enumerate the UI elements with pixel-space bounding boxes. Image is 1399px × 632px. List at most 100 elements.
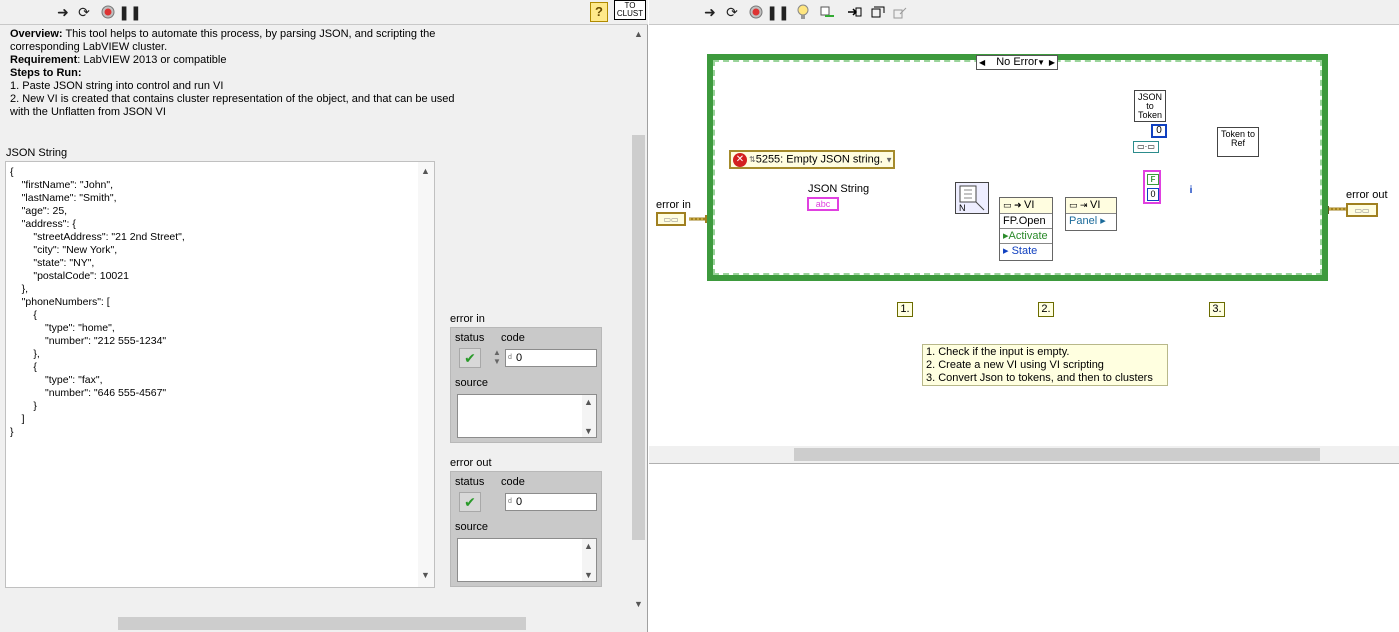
error-in-source-scrollbar[interactable]: ▲ ▼ — [582, 395, 596, 437]
scroll-thumb[interactable] — [118, 617, 526, 630]
block-diagram-horizontal-scrollbar[interactable] — [649, 446, 1399, 463]
highlight-execution-icon[interactable] — [794, 3, 812, 21]
json-string-terminal-label: JSON String — [808, 183, 870, 195]
abort-icon[interactable] — [99, 3, 117, 21]
error-out-status-label: status — [455, 476, 485, 488]
block-diagram-window: ➜ ⟳ ❚❚ — [649, 0, 1399, 464]
scroll-down-icon[interactable]: ▼ — [421, 570, 430, 580]
json-string-terminal[interactable]: abc — [807, 197, 839, 211]
error-in-terminal[interactable]: ▭▭ — [656, 212, 686, 226]
cluster-terminal-icon: ▭▭ — [663, 215, 679, 224]
reference-icon: ▭·▭ — [1137, 142, 1155, 151]
error-out-code-value: 0 — [516, 496, 523, 508]
property-node-fp-open[interactable]: ▭ ➜ VI FP.Open ▸Activate ▸ State — [999, 197, 1053, 261]
increment-decrement-icon[interactable]: ▲▼ — [493, 348, 501, 366]
error-out-source-label: source — [455, 521, 489, 533]
json-string-terminal-type: abc — [815, 199, 831, 209]
scroll-down-icon[interactable]: ▼ — [584, 570, 593, 580]
retain-wire-values-icon[interactable] — [819, 3, 837, 21]
error-out-code-type: d — [508, 498, 512, 505]
step-label-2: 2. — [1038, 302, 1054, 317]
property-node-2-header: VI — [1090, 199, 1101, 211]
requirement-body: : LabVIEW 2013 or compatible — [77, 54, 227, 66]
numeric-constant-zero-2[interactable]: 0 — [1147, 188, 1159, 201]
step-over-icon[interactable] — [869, 3, 887, 21]
requirement-title: Requirement — [10, 54, 78, 66]
error-out-status-indicator: ✔ — [459, 492, 481, 512]
front-panel-vertical-scrollbar[interactable]: ▲ ▼ — [630, 25, 647, 615]
scroll-thumb[interactable] — [794, 448, 1320, 461]
property-fp-open[interactable]: FP.Open — [1000, 213, 1052, 228]
vi-icon: TO CLUST — [614, 0, 646, 20]
help-icon[interactable]: ? — [590, 2, 608, 22]
scroll-down-icon[interactable]: ▼ — [584, 426, 593, 436]
diagram-comment: 1. Check if the input is empty. 2. Creat… — [922, 344, 1168, 386]
error-in-source-field[interactable]: ▲ ▼ — [457, 394, 597, 438]
scroll-up-icon[interactable]: ▲ — [584, 541, 593, 551]
run-continuously-icon[interactable]: ⟳ — [726, 3, 738, 20]
reference-constant[interactable]: ▭·▭ — [1133, 141, 1159, 153]
error-constant[interactable]: ✕⇅5255: Empty JSON string. ▼ — [729, 150, 895, 169]
step-into-icon[interactable] — [845, 3, 863, 21]
boolean-false-constant[interactable]: F — [1147, 174, 1159, 185]
error-icon: ✕ — [733, 152, 747, 167]
error-in-source-label: source — [455, 377, 489, 389]
new-vi-node[interactable]: N — [955, 182, 989, 214]
scroll-up-icon[interactable]: ▲ — [421, 166, 430, 176]
scroll-up-icon[interactable]: ▲ — [634, 29, 643, 39]
scroll-down-icon[interactable]: ▼ — [634, 599, 643, 609]
loop-index-terminal: i — [1189, 185, 1193, 196]
overview-text: Overview: This tool helps to automate th… — [10, 28, 470, 119]
step-2: 2. New VI is created that contains clust… — [10, 93, 455, 118]
dropdown-arrow-icon[interactable]: ▼ — [882, 155, 894, 165]
json-string-label: JSON String — [6, 147, 68, 159]
dropdown-arrow-icon[interactable]: ▼ — [1037, 58, 1045, 67]
error-out-source-field: ▲ ▼ — [457, 538, 597, 582]
step-label-3: 3. — [1209, 302, 1225, 317]
front-panel-horizontal-scrollbar[interactable] — [0, 615, 630, 632]
decrement-arrow-icon[interactable]: ◀ — [979, 58, 986, 67]
error-out-cluster: status code ✔ d 0 source ▲ ▼ — [450, 471, 602, 587]
property-state[interactable]: ▸ State — [1000, 243, 1052, 258]
increment-arrow-icon[interactable]: ▶ — [1048, 58, 1055, 67]
error-in-code-field[interactable]: d 0 — [505, 349, 597, 367]
error-in-status-checkbox[interactable]: ✔ — [459, 348, 481, 368]
error-out-label: error out — [450, 457, 492, 469]
error-out-source-scrollbar[interactable]: ▲ ▼ — [582, 539, 596, 581]
svg-text:N: N — [959, 203, 966, 213]
error-constant-text: 5255: Empty JSON string. — [755, 153, 883, 166]
vi-reference-icon: ▭ ➜ — [1003, 200, 1025, 210]
json-string-value[interactable]: { "firstName": "John", "lastName": "Smit… — [10, 166, 185, 438]
new-vi-icon: N — [959, 185, 985, 213]
error-in-label: error in — [450, 313, 485, 325]
json-string-scrollbar[interactable]: ▲ ▼ — [418, 162, 434, 587]
json-string-control[interactable]: { "firstName": "John", "lastName": "Smit… — [5, 161, 435, 588]
error-out-terminal[interactable]: ▭▭ — [1346, 203, 1378, 217]
pause-icon[interactable]: ❚❚ — [766, 3, 790, 20]
step-out-icon[interactable] — [891, 3, 909, 21]
property-node-panel[interactable]: ▭ ⇥ VI Panel ▸ — [1065, 197, 1117, 231]
overview-body: This tool helps to automate this process… — [10, 28, 436, 53]
error-in-terminal-label: error in — [656, 199, 691, 211]
note-line-3: 3. Convert Json to tokens, and then to c… — [926, 372, 1153, 384]
numeric-constant-zero[interactable]: 0 — [1151, 124, 1167, 138]
case-selector[interactable]: ◀ No Error ▼ ▶ — [976, 55, 1058, 70]
block-diagram-toolbar: ➜ ⟳ ❚❚ — [649, 0, 1399, 25]
property-activate[interactable]: ▸Activate — [1000, 228, 1052, 243]
error-out-code-field: d 0 — [505, 493, 597, 511]
token-to-ref-subvi[interactable]: Token to Ref — [1217, 127, 1259, 157]
abort-icon[interactable] — [747, 3, 765, 21]
run-continuously-icon[interactable]: ⟳ — [78, 3, 90, 20]
stepper-icon[interactable]: ⇅ — [749, 155, 756, 164]
scroll-thumb[interactable] — [632, 135, 645, 540]
cluster-terminal-icon: ▭▭ — [1354, 206, 1370, 215]
json-to-token-subvi[interactable]: JSON to Token — [1134, 90, 1166, 122]
scroll-up-icon[interactable]: ▲ — [584, 397, 593, 407]
error-in-code-value[interactable]: 0 — [516, 352, 523, 364]
run-arrow-icon[interactable]: ➜ — [704, 3, 716, 20]
property-panel[interactable]: Panel ▸ — [1066, 213, 1116, 228]
steps-title: Steps to Run: — [10, 67, 82, 79]
pause-icon[interactable]: ❚❚ — [118, 3, 142, 20]
error-out-terminal-label: error out — [1346, 189, 1388, 201]
run-arrow-icon[interactable]: ➜ — [57, 3, 69, 20]
